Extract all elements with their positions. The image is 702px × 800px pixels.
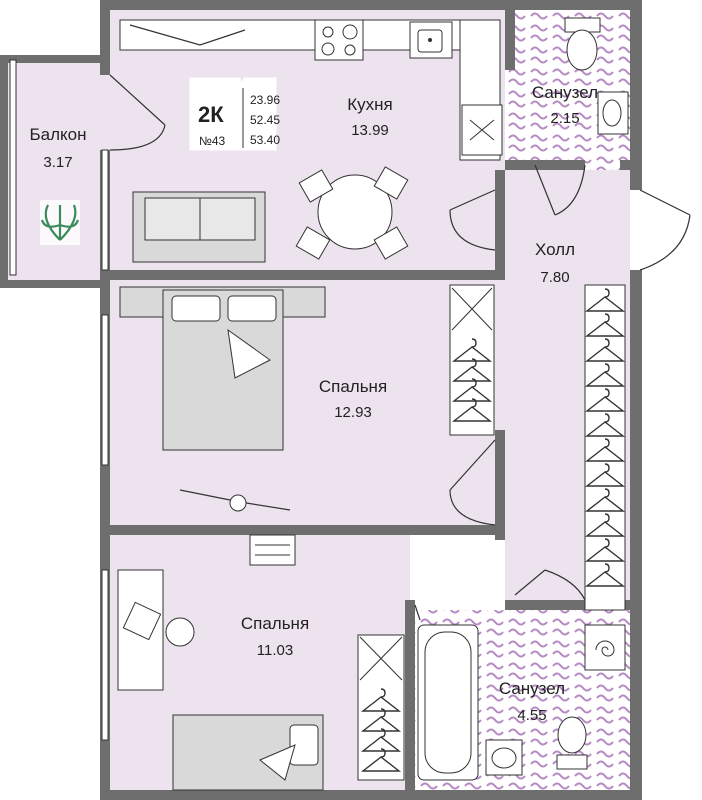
shelf bbox=[249, 534, 296, 566]
wall bbox=[100, 790, 640, 800]
room-area-balcony: 3.17 bbox=[43, 154, 72, 171]
wall bbox=[505, 600, 630, 610]
room-area-kitchen: 13.99 bbox=[351, 122, 389, 139]
room-name-hall: Холл bbox=[535, 240, 575, 259]
laptop-icon bbox=[122, 601, 162, 641]
window bbox=[9, 59, 17, 276]
wall bbox=[0, 55, 8, 285]
door-bath-bottom bbox=[414, 604, 421, 621]
room-area-bath-bottom: 4.55 bbox=[517, 707, 546, 724]
bath-bottom-fixtures bbox=[417, 624, 626, 781]
room-area-bedroom1: 12.93 bbox=[334, 404, 372, 421]
doors bbox=[109, 74, 691, 621]
door-bath-top bbox=[534, 164, 586, 216]
room-area-bedroom2: 11.03 bbox=[257, 642, 293, 659]
washing-machine-icon bbox=[584, 624, 626, 671]
wall bbox=[100, 150, 110, 800]
wall bbox=[405, 600, 415, 800]
window bbox=[101, 569, 109, 741]
badge-type: 2К bbox=[198, 102, 224, 127]
badge-number: №43 bbox=[199, 134, 226, 148]
walls bbox=[0, 0, 642, 800]
door-kitchen bbox=[449, 189, 496, 251]
washbasin-icon bbox=[485, 739, 523, 776]
wall bbox=[630, 270, 642, 800]
wall bbox=[0, 55, 110, 63]
wall bbox=[495, 430, 505, 540]
badge-area-full: 53.40 bbox=[250, 133, 280, 147]
room-name-kitchen: Кухня bbox=[347, 95, 393, 114]
single-bed-icon bbox=[172, 714, 324, 791]
wardrobe-icon bbox=[584, 284, 626, 611]
sofa-icon bbox=[132, 191, 266, 263]
room-labels: Кухня 13.99 Балкон 3.17 Санузел 2.15 Хол… bbox=[29, 83, 598, 724]
washbasin-icon bbox=[597, 91, 629, 135]
room-name-bedroom1: Спальня bbox=[319, 377, 387, 396]
wall bbox=[0, 280, 110, 288]
wall bbox=[110, 525, 505, 535]
window bbox=[101, 314, 109, 466]
wardrobe-icon bbox=[357, 634, 405, 781]
window bbox=[101, 149, 109, 271]
wall bbox=[100, 270, 505, 280]
room-name-bath-bottom: Санузел bbox=[499, 679, 565, 698]
room-area-hall: 7.80 bbox=[540, 269, 569, 286]
wall bbox=[100, 0, 110, 75]
bedroom2-furniture bbox=[117, 534, 405, 791]
dining-table-icon bbox=[295, 166, 409, 260]
kitchen-window-panel bbox=[129, 24, 246, 46]
wall bbox=[630, 0, 642, 190]
apartment-badge: 2К №43 23.96 52.45 53.40 bbox=[189, 77, 280, 151]
stove-icon bbox=[314, 19, 364, 61]
wardrobe-icon bbox=[449, 284, 495, 436]
room-name-bedroom2: Спальня bbox=[241, 614, 309, 633]
wall bbox=[505, 10, 515, 70]
badge-area-total: 52.45 bbox=[250, 113, 280, 127]
toilet-icon bbox=[556, 716, 588, 770]
wall bbox=[620, 160, 630, 170]
sink-icon bbox=[409, 21, 453, 59]
windows bbox=[9, 59, 109, 741]
room-area-bath-top: 2.15 bbox=[550, 110, 579, 127]
toilet-icon bbox=[564, 17, 601, 71]
double-bed-icon bbox=[162, 289, 284, 451]
room-name-balcony: Балкон bbox=[29, 125, 86, 144]
wall bbox=[505, 160, 585, 170]
wall bbox=[100, 0, 640, 10]
kitchen-furniture bbox=[119, 19, 503, 263]
chair-icon bbox=[165, 617, 195, 647]
bath-top-fixtures bbox=[564, 17, 629, 135]
badge-area-living: 23.96 bbox=[250, 93, 280, 107]
door-bedroom1 bbox=[449, 439, 496, 526]
door-bedroom2 bbox=[514, 569, 586, 601]
plant-icon bbox=[40, 200, 80, 245]
door-entrance bbox=[639, 189, 691, 271]
wall bbox=[495, 170, 505, 280]
room-name-bath-top: Санузел bbox=[532, 83, 598, 102]
bedroom1-furniture bbox=[119, 284, 495, 512]
door-balcony bbox=[109, 74, 166, 151]
room-fill bbox=[505, 10, 630, 170]
bathtub-icon bbox=[417, 624, 479, 781]
